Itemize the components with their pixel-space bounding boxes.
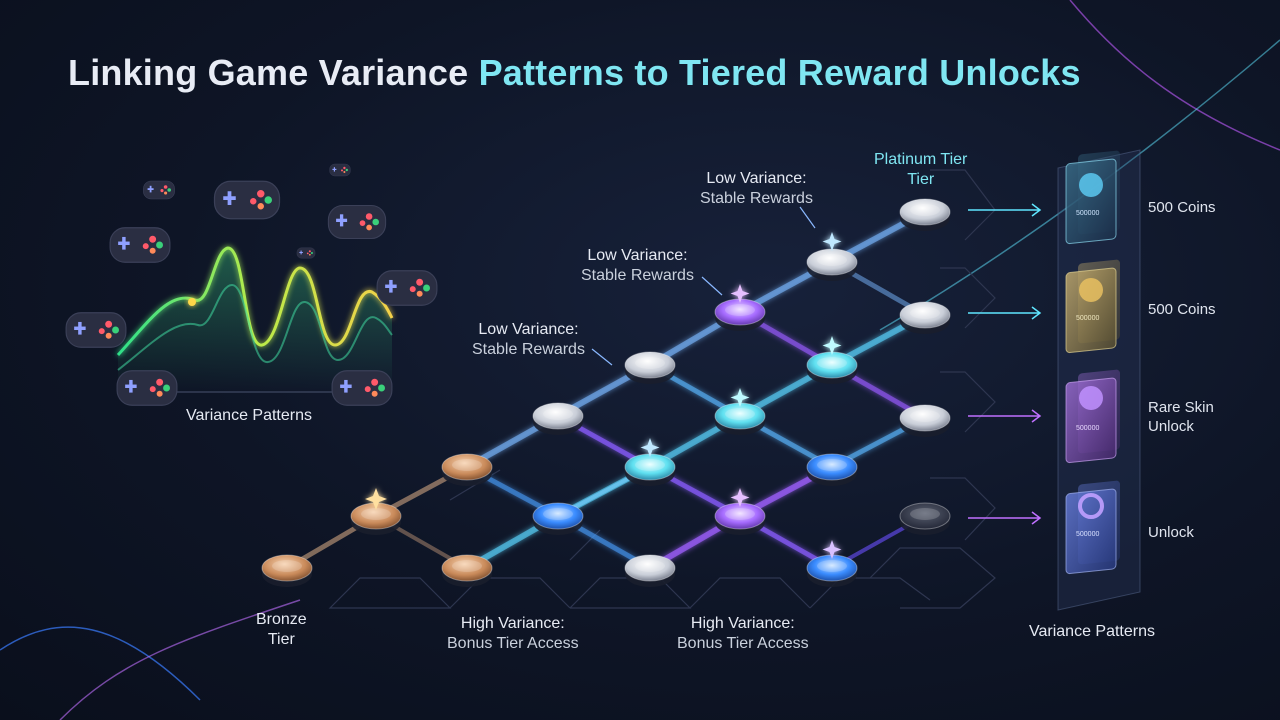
coin-stack-icon xyxy=(1079,173,1103,197)
annotation-low-variance-1: Low Variance: Stable Rewards xyxy=(472,320,585,360)
annotation-heading: High Variance: xyxy=(460,615,565,632)
silver-node xyxy=(899,301,951,334)
cyan-node xyxy=(806,351,858,384)
empty-node xyxy=(899,502,951,535)
bronze-node xyxy=(261,554,313,587)
variance-wave-chart xyxy=(116,246,394,393)
annotation-heading: High Variance: xyxy=(690,615,795,632)
bronze-node xyxy=(441,453,493,486)
sparkle-icon xyxy=(730,284,750,303)
gem-pile-icon xyxy=(1079,278,1103,302)
sparkle-icons xyxy=(365,232,842,559)
gamepad-icon xyxy=(376,270,438,306)
gamepad-icon xyxy=(109,227,171,263)
sparkle-icon xyxy=(640,438,660,457)
silver-node xyxy=(806,248,858,281)
annotation-high-variance-2: High Variance: Bonus Tier Access xyxy=(677,614,809,654)
gamepad-icon xyxy=(116,370,178,406)
ring-icon xyxy=(1078,493,1104,519)
reward-label: Unlock xyxy=(1148,524,1194,541)
reward-card-1 xyxy=(1065,150,1120,245)
bronze-tier-line1: Bronze xyxy=(256,611,307,628)
blue-node xyxy=(806,453,858,486)
title-part-1: Linking Game Variance xyxy=(68,52,479,93)
annotation-high-variance-1: High Variance: Bonus Tier Access xyxy=(447,614,579,654)
reward-label: 500 Coins xyxy=(1148,199,1216,216)
reward-label: 500 Coins xyxy=(1148,301,1216,318)
skin-icon xyxy=(1079,386,1103,410)
bronze-node xyxy=(441,554,493,587)
reward-card-3 xyxy=(1065,369,1120,464)
annotation-detail: Stable Rewards xyxy=(581,267,694,284)
card-text: 500000 xyxy=(1076,425,1099,432)
card-text: 500000 xyxy=(1076,531,1099,538)
cyan-node xyxy=(624,453,676,486)
gamepad-icon xyxy=(65,312,127,348)
sparkle-icon xyxy=(822,540,842,559)
light-streak-bottom-left xyxy=(0,626,201,701)
card-text: 500000 xyxy=(1076,315,1099,322)
annotation-pointers xyxy=(591,206,816,366)
bronze-tier-line2: Tier xyxy=(267,631,295,648)
silver-node xyxy=(532,402,584,435)
gamepad-icon xyxy=(331,370,393,406)
platinum-tier-line1: Platinum Tier xyxy=(874,151,968,168)
gamepad-icon xyxy=(143,180,175,200)
annotation-heading: Low Variance: xyxy=(478,321,579,338)
reward-arrows xyxy=(968,203,1042,525)
sparkle-icon xyxy=(365,488,387,510)
gamepad-icon xyxy=(213,180,281,220)
platinum-tier-line2: Tier xyxy=(907,171,935,188)
annotation-low-variance-2: Low Variance: Stable Rewards xyxy=(581,246,694,286)
gamepad-icon xyxy=(329,163,351,177)
blue-node xyxy=(806,554,858,587)
title-part-2: Patterns to Tiered Reward Unlocks xyxy=(478,52,1081,93)
sparkle-icon xyxy=(822,232,842,251)
silver-node xyxy=(624,554,676,587)
purple-node xyxy=(714,298,766,331)
bronze-tier-label: Bronze Tier xyxy=(256,610,307,650)
arrow-icon xyxy=(968,203,1042,217)
cyan-node xyxy=(714,402,766,435)
arrow-icon xyxy=(968,409,1042,423)
arrow-icon xyxy=(968,306,1042,320)
annotation-detail: Stable Rewards xyxy=(700,190,813,207)
blue-node xyxy=(532,502,584,535)
annotation-detail: Stable Rewards xyxy=(472,341,585,358)
silver-node xyxy=(624,351,676,384)
annotation-detail: Bonus Tier Access xyxy=(447,635,579,652)
annotation-detail: Bonus Tier Access xyxy=(677,635,809,652)
sparkle-icon xyxy=(730,388,750,407)
card-text: 500000 xyxy=(1076,210,1099,217)
reward-card-4 xyxy=(1065,480,1120,575)
platinum-tier-label: Platinum Tier Tier xyxy=(874,150,967,190)
hex-floor xyxy=(328,169,996,609)
reward-card-stack: 500000 500000 500000 500000 xyxy=(1057,149,1141,611)
annotation-heading: Low Variance: xyxy=(587,247,688,264)
reward-card-2 xyxy=(1065,259,1120,354)
annotation-low-variance-3: Low Variance: Stable Rewards xyxy=(700,169,813,209)
reward-label: Rare Skin Unlock xyxy=(1148,399,1214,435)
annotation-heading: Low Variance: xyxy=(706,170,807,187)
gamepad-icon xyxy=(327,204,387,240)
light-streak-top xyxy=(1069,0,1280,151)
sparkle-icon xyxy=(822,336,842,355)
page-title: Linking Game Variance Patterns to Tiered… xyxy=(68,52,1081,94)
purple-node xyxy=(714,502,766,535)
sparkle-icon xyxy=(730,488,750,507)
arrow-icon xyxy=(968,511,1042,525)
variance-patterns-caption: Variance Patterns xyxy=(186,407,312,424)
tier-nodes xyxy=(261,198,951,587)
light-streak-bottom-left-2 xyxy=(59,599,301,720)
platinum-node xyxy=(899,198,951,231)
rewards-caption: Variance Patterns xyxy=(1029,623,1155,640)
gamepad-icon xyxy=(296,247,316,259)
silver-node xyxy=(899,404,951,437)
